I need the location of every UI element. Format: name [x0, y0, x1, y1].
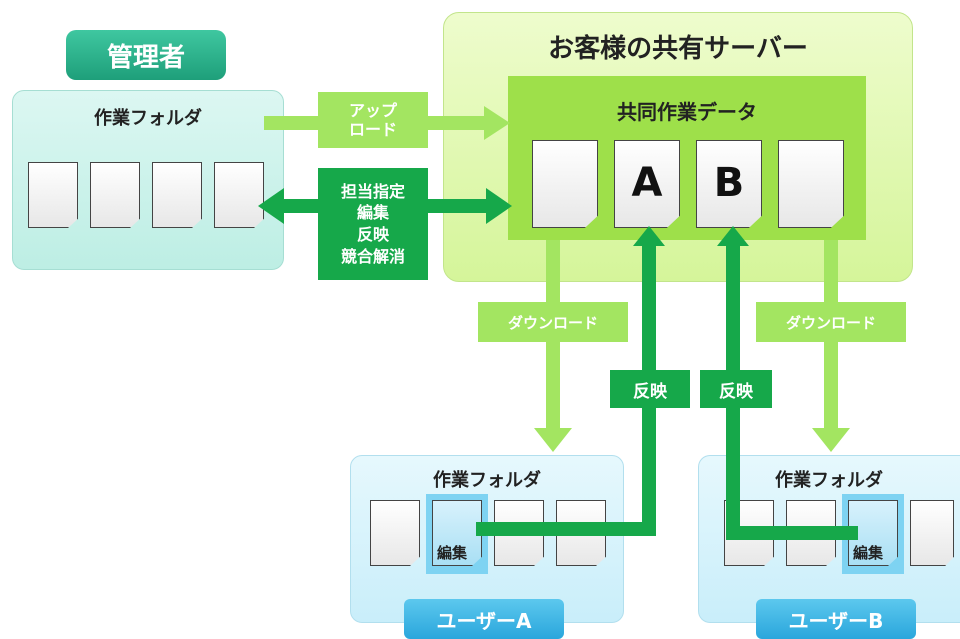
user-a-edited-document-icon	[432, 500, 482, 566]
reflect-a-label: 反映	[610, 370, 690, 408]
manage-label: 担当指定 編集 反映 競合解消	[318, 168, 428, 280]
server-title: お客様の共有サーバー	[548, 34, 808, 64]
document-a-letter: A	[631, 160, 663, 206]
user-a-folder-title: 作業フォルダ	[433, 470, 541, 491]
reflect-b-label: 反映	[700, 370, 772, 408]
download-a-label: ダウンロード	[478, 302, 628, 342]
download-arrow-b	[812, 240, 850, 452]
admin-badge: 管理者	[66, 30, 226, 80]
admin-document-icon	[90, 162, 140, 228]
download-b-label: ダウンロード	[756, 302, 906, 342]
user-a-document-icon	[370, 500, 420, 566]
shared-document-a-icon	[614, 140, 680, 228]
shared-document-icon	[778, 140, 844, 228]
document-b-letter: B	[713, 160, 745, 206]
admin-document-icon	[152, 162, 202, 228]
user-b-badge: ユーザーB	[756, 599, 916, 639]
upload-label: アップ ロード	[318, 92, 428, 148]
user-b-document-icon	[910, 500, 954, 566]
shared-document-icon	[532, 140, 598, 228]
user-a-edit-label: 編集	[437, 544, 468, 562]
admin-document-icon	[28, 162, 78, 228]
download-arrow-a	[534, 240, 572, 452]
user-b-edit-label: 編集	[853, 544, 884, 562]
shared-document-b-icon	[696, 140, 762, 228]
admin-document-icon	[214, 162, 264, 228]
user-b-folder-title: 作業フォルダ	[775, 470, 883, 491]
shared-data-title: 共同作業データ	[617, 100, 757, 124]
user-a-badge: ユーザーA	[404, 599, 564, 639]
admin-folder-title: 作業フォルダ	[94, 108, 202, 129]
